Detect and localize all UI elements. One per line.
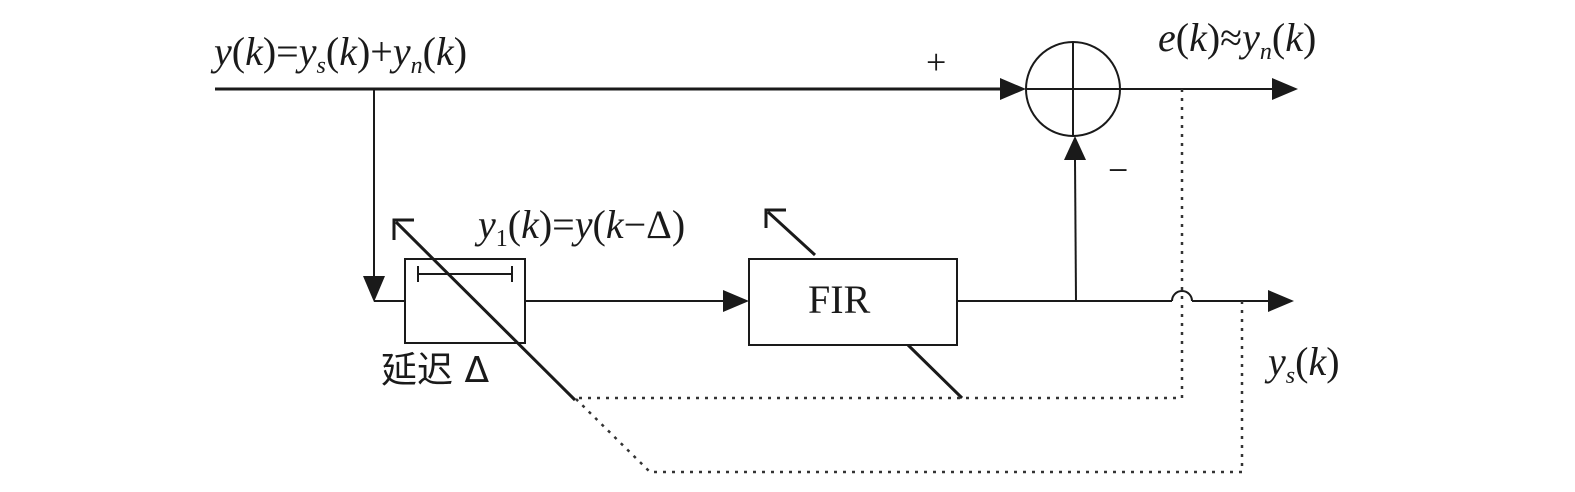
clean-signal-label: ys(k) [1268, 339, 1340, 389]
delay-to-fir-arrowhead [723, 290, 749, 312]
error-signal-label: e(k)≈yn(k) [1158, 15, 1317, 65]
crossover-hop [1171, 290, 1193, 302]
fir-adjust-arrow-top [766, 210, 817, 257]
fir-adjust-arrow-bottom [906, 343, 964, 400]
error-dotted-path [575, 89, 1184, 400]
delay-adjust-arrow [394, 220, 577, 402]
fir-label: FIR [808, 277, 871, 322]
delay-adjust-arrowhead [392, 218, 414, 240]
error-output-arrowhead [1272, 78, 1298, 100]
feedback-line [1074, 159, 1077, 302]
feedback-arrowhead [1064, 136, 1086, 160]
input-signal-label: y(k)=ys(k)+yn(k) [214, 29, 468, 79]
minus-sign: − [1108, 150, 1129, 190]
input-arrowhead [1000, 78, 1026, 100]
delay-label: 延迟 Δ [381, 350, 490, 391]
delayed-signal-label: y1(k)=y(k−Δ) [478, 202, 686, 252]
fir-adjust-arrowhead [764, 208, 786, 228]
ys-dotted-path [574, 301, 1244, 474]
plus-sign: + [926, 42, 947, 82]
ys-output-arrowhead [1268, 290, 1294, 312]
branch-arrowhead [363, 276, 385, 302]
